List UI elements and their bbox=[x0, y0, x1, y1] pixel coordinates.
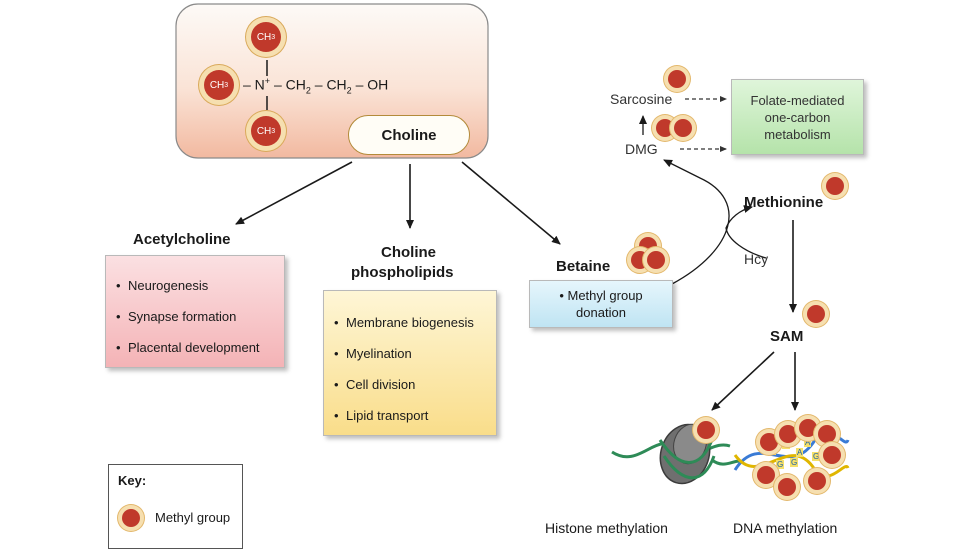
dna-illustration bbox=[733, 430, 850, 478]
methyl-sub-left: 3 bbox=[224, 81, 229, 89]
dna-base: A bbox=[796, 448, 804, 457]
dna-base: G bbox=[776, 460, 785, 469]
dna-methyl bbox=[823, 446, 841, 464]
betaine-item-line2: donation bbox=[576, 305, 626, 320]
phospholipids-list: Membrane biogenesis Myelination Cell div… bbox=[334, 307, 486, 431]
folate-line3: metabolism bbox=[764, 127, 831, 142]
arrow-betaine-to-dmg bbox=[663, 159, 730, 285]
key-title: Key: bbox=[118, 473, 147, 488]
phospholipids-title-line1: Choline bbox=[381, 244, 436, 261]
formula-sub-a: 2 bbox=[305, 85, 311, 96]
sam-label: SAM bbox=[770, 328, 804, 345]
choline-label: Choline bbox=[381, 126, 437, 144]
dna-base: A bbox=[804, 438, 812, 447]
phospholipids-item: Cell division bbox=[334, 369, 486, 400]
folate-line1: Folate-mediated bbox=[750, 93, 845, 108]
acetylcholine-item: Synapse formation bbox=[116, 301, 274, 332]
dmg-label: DMG bbox=[625, 141, 658, 157]
sarcosine-label: Sarcosine bbox=[610, 91, 673, 107]
methyl-label-left: CH bbox=[209, 79, 225, 91]
formula-n: – N bbox=[243, 76, 265, 93]
arrow-to-betaine bbox=[461, 161, 561, 245]
dna-methyl bbox=[808, 472, 826, 490]
acetylcholine-item: Placental development bbox=[116, 332, 274, 363]
histone-illustration bbox=[611, 423, 743, 485]
histone-methylation-label: Histone methylation bbox=[545, 520, 668, 536]
key-methyl-symbol bbox=[122, 509, 140, 527]
folate-line2: one-carbon bbox=[764, 110, 831, 125]
dna-base: G bbox=[790, 458, 799, 467]
formula-oh: – OH bbox=[351, 76, 389, 93]
sam-methyl bbox=[807, 305, 825, 323]
key-box: Key: Methyl group bbox=[108, 464, 243, 549]
dna-base: G bbox=[768, 446, 777, 455]
key-label: Methyl group bbox=[155, 510, 231, 525]
dna-methyl bbox=[760, 433, 778, 451]
formula-ch2-a: – CH bbox=[270, 76, 306, 93]
methionine-methyl bbox=[826, 177, 844, 195]
dmg-methyl-1 bbox=[656, 119, 674, 137]
acetylcholine-title: Acetylcholine bbox=[133, 231, 231, 248]
betaine-methyl-1 bbox=[639, 237, 657, 255]
arrow-to-acetylcholine bbox=[235, 161, 353, 225]
betaine-title: Betaine bbox=[556, 258, 611, 275]
acetylcholine-box: Neurogenesis Synapse formation Placental… bbox=[105, 255, 285, 368]
hcy-label: Hcy bbox=[744, 251, 769, 267]
betaine-methyl-2 bbox=[631, 251, 649, 269]
formula-ch2-b: – CH bbox=[310, 76, 347, 93]
formula-plus: + bbox=[264, 76, 271, 86]
dmg-methyl-2 bbox=[674, 119, 692, 137]
methionine-label: Methionine bbox=[744, 194, 824, 211]
dna-methyl bbox=[818, 425, 836, 443]
dna-methyl bbox=[779, 425, 797, 443]
histone-methyl bbox=[697, 421, 715, 439]
phospholipids-title-line2: phospholipids bbox=[351, 264, 454, 281]
betaine-item-line1: • Methyl group bbox=[559, 288, 643, 303]
dna-methyl bbox=[778, 478, 796, 496]
phospholipids-item: Lipid transport bbox=[334, 400, 486, 431]
choline-label-pill: Choline bbox=[348, 115, 470, 155]
betaine-methyl-3 bbox=[647, 251, 665, 269]
betaine-item-text1: Methyl group bbox=[567, 288, 643, 303]
methyl-label-bottom: CH bbox=[256, 125, 272, 137]
dna-base: G bbox=[812, 452, 821, 461]
choline-formula: – N+ – CH2 – CH2 – OH bbox=[243, 76, 388, 95]
sarcosine-methyl bbox=[668, 70, 686, 88]
phospholipids-item: Myelination bbox=[334, 338, 486, 369]
dna-methyl bbox=[799, 419, 817, 437]
phospholipids-box: Membrane biogenesis Myelination Cell div… bbox=[323, 290, 497, 436]
arrow-sam-to-histone bbox=[711, 351, 775, 411]
methyl-sub-top: 3 bbox=[271, 33, 276, 41]
dna-methylation-label: DNA methylation bbox=[733, 520, 838, 536]
dna-base: G bbox=[782, 440, 791, 449]
methyl-label-top: CH bbox=[256, 31, 272, 43]
acetylcholine-list: Neurogenesis Synapse formation Placental… bbox=[116, 270, 274, 363]
acetylcholine-item: Neurogenesis bbox=[116, 270, 274, 301]
betaine-box: • Methyl group donation bbox=[529, 280, 673, 328]
arrow-hcy-to-methionine bbox=[725, 205, 767, 259]
dna-methyl bbox=[757, 466, 775, 484]
methyl-sub-bottom: 3 bbox=[271, 127, 276, 135]
folate-box: Folate-mediated one-carbon metabolism bbox=[731, 79, 864, 155]
phospholipids-item: Membrane biogenesis bbox=[334, 307, 486, 338]
formula-sub-b: 2 bbox=[346, 85, 352, 96]
